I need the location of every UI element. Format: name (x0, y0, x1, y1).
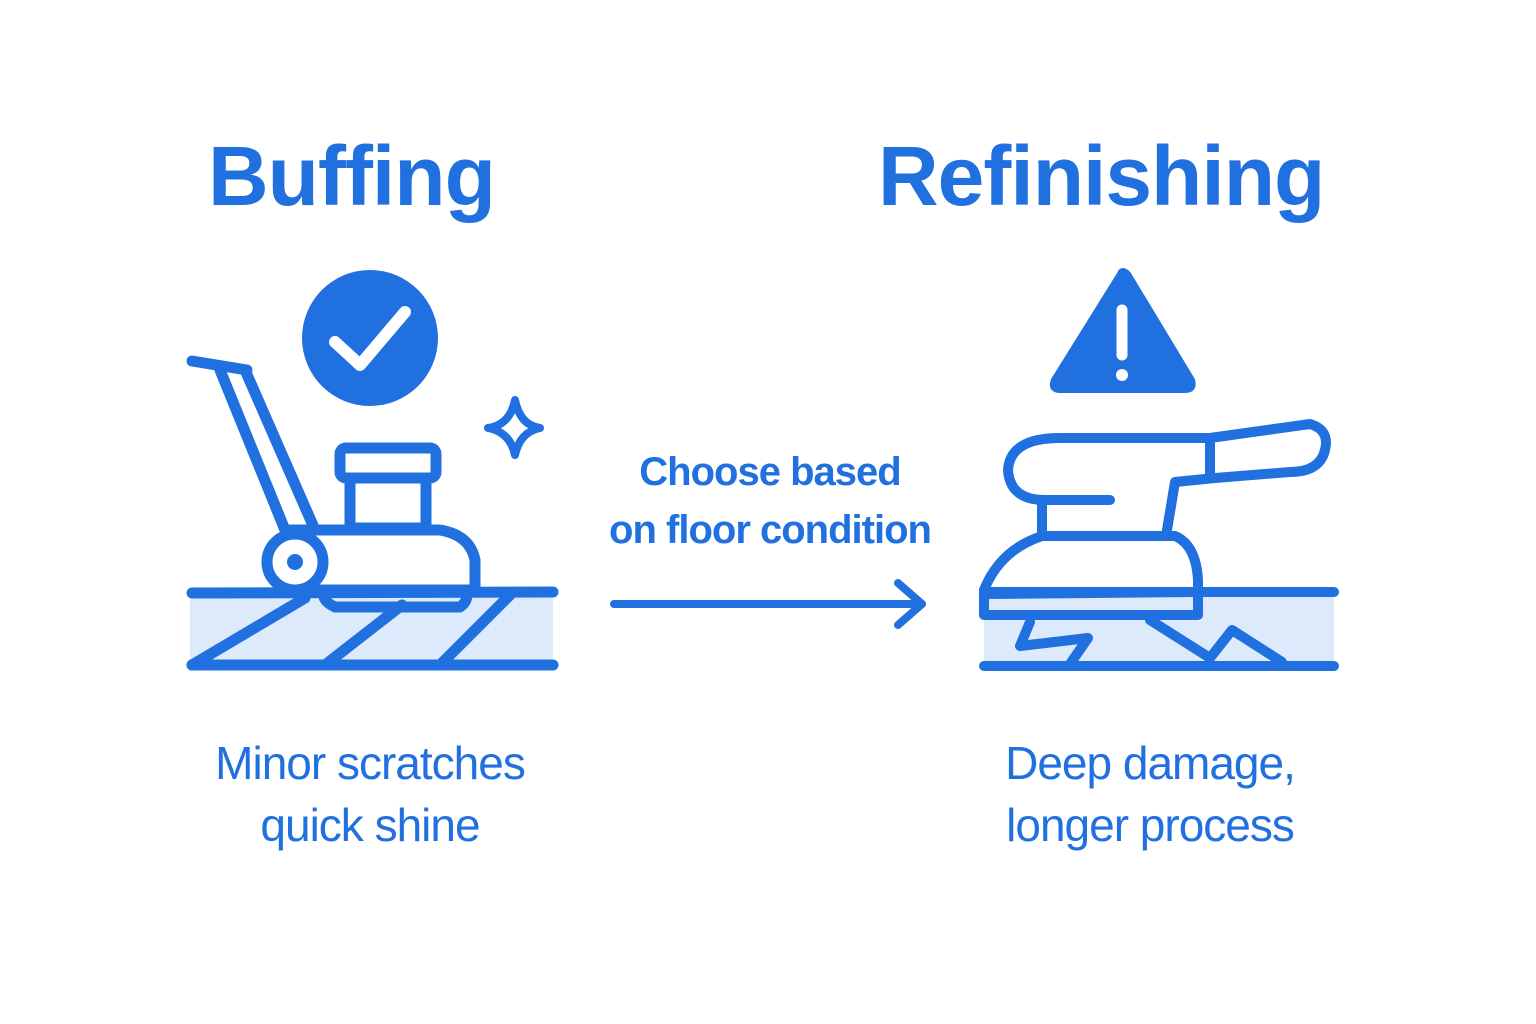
arrow-right-icon (610, 579, 926, 629)
buffing-title: Buffing (208, 129, 496, 223)
buffing-caption-line1: Minor scratches (215, 737, 526, 789)
refinishing-caption: Deep damage, longer process (950, 732, 1350, 856)
decision-hint-line2: on floor condition (609, 508, 932, 552)
refinishing-title: Refinishing (878, 129, 1325, 223)
floor-sander-icon (979, 268, 1339, 671)
buffing-caption: Minor scratches quick shine (160, 732, 580, 856)
floor-buffer-machine-icon (186, 270, 559, 671)
decision-hint: Choose based on floor condition (570, 443, 970, 559)
buffing-caption-line2: quick shine (260, 799, 480, 851)
refinishing-caption-line1: Deep damage, (1005, 737, 1296, 789)
refinishing-caption-line2: longer process (1006, 799, 1295, 851)
decision-hint-line1: Choose based (639, 450, 901, 494)
